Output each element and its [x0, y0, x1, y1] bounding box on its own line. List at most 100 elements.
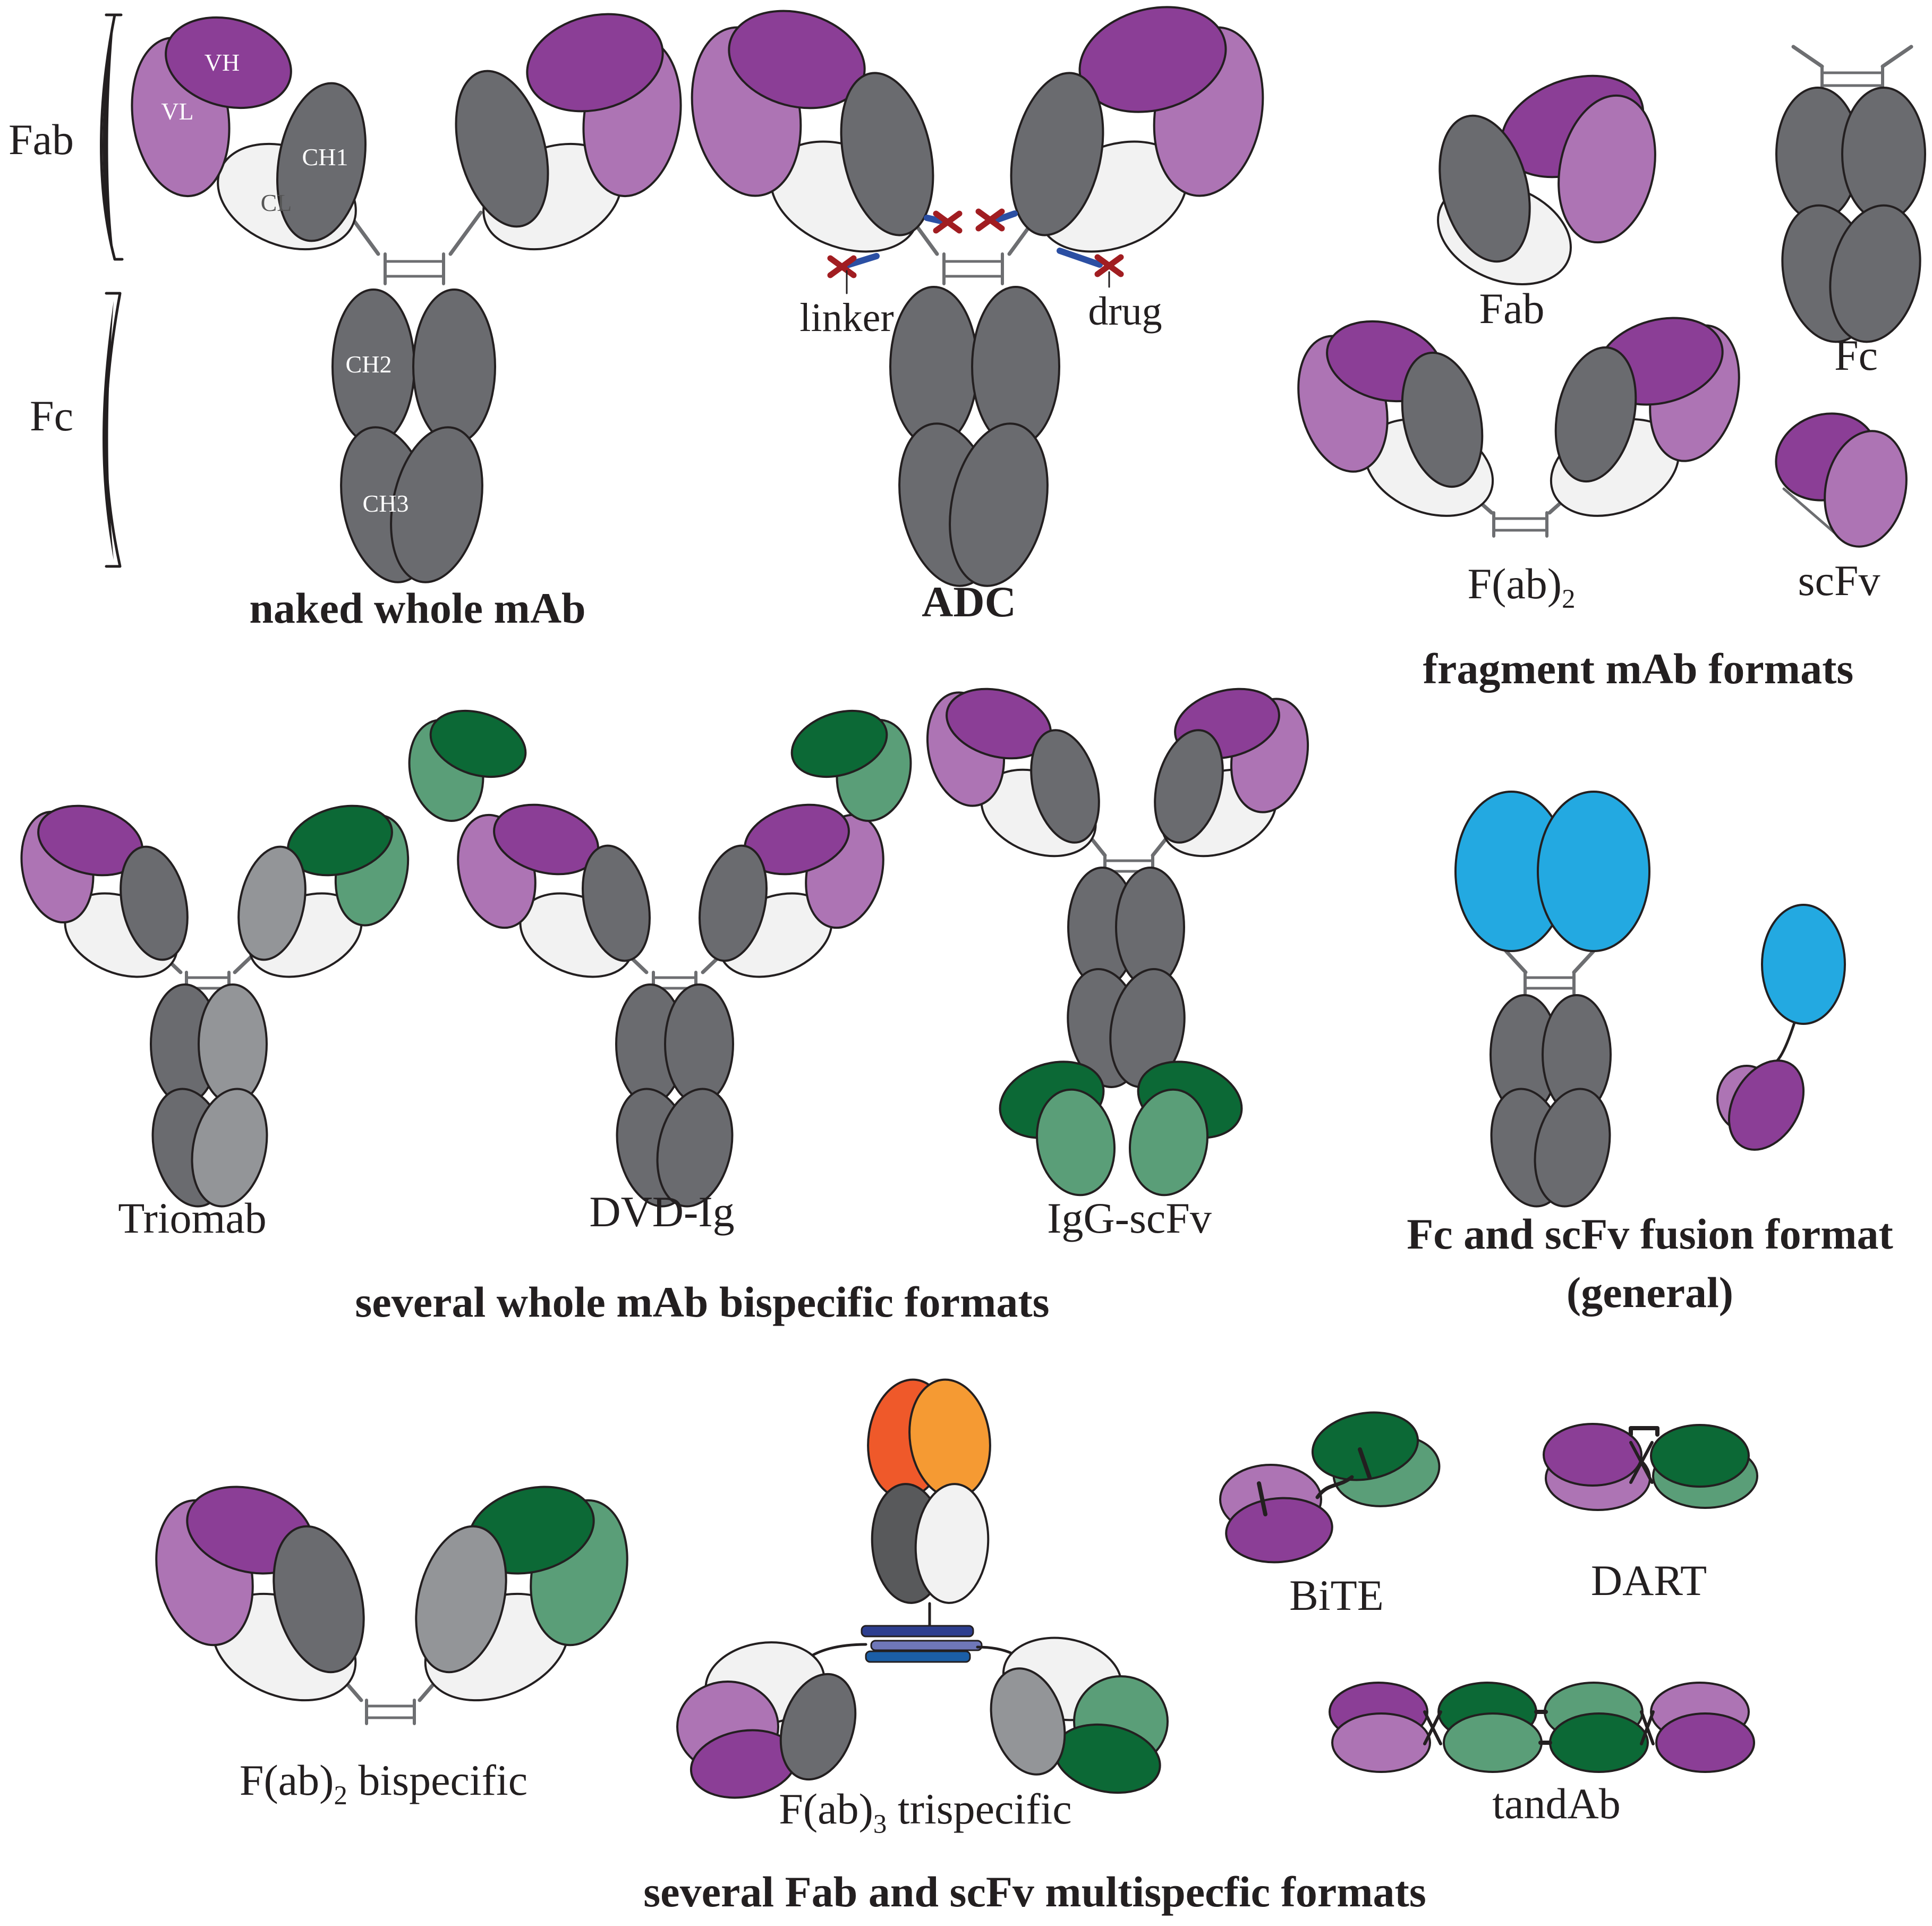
- frag-fab2-left-ch1: [1401, 351, 1484, 488]
- iggscfv-ch3-right: [1109, 968, 1186, 1088]
- naked-ch3-right: [390, 426, 483, 583]
- dvd-ig-label: DVD-Ig: [589, 1187, 735, 1236]
- adc-ch2-right: [971, 286, 1060, 447]
- fc-fragment-label: Fc: [1834, 331, 1878, 379]
- adc-ch2-left: [889, 286, 978, 447]
- fab3-dimerization-bar-1: [861, 1625, 974, 1637]
- naked-right-vh: [526, 13, 664, 113]
- frag-fc-ch3-right: [1829, 204, 1921, 343]
- adc-linker-center-right: [993, 210, 1018, 223]
- triomab-ch3-right: [191, 1088, 268, 1208]
- tandab-crossover-2: [1640, 1710, 1655, 1745]
- cl-domain-label: CL: [260, 189, 292, 216]
- ch3-domain-label: CH3: [362, 490, 409, 517]
- adc-ch3-right: [949, 422, 1049, 587]
- fab3-dimerization-bar-2: [870, 1640, 983, 1651]
- hinge-line: [1504, 949, 1528, 974]
- ch1-domain-label: CH1: [302, 143, 348, 171]
- adc-drug-center-left: [933, 210, 963, 234]
- tandab-vh-3: [1549, 1712, 1649, 1773]
- adc-linker-right: [1057, 248, 1103, 268]
- fab-side-label: Fab: [8, 115, 74, 164]
- bite-label: BiTE: [1289, 1571, 1384, 1619]
- dart-vh-1: [1543, 1423, 1642, 1487]
- fc-side-label: Fc: [30, 392, 73, 440]
- triomab-left-ch1: [120, 845, 189, 961]
- fab2-bispecific-label: F(ab)2 bispecific: [239, 1756, 528, 1810]
- naked-ch2-right: [412, 289, 496, 445]
- hinge-line: [448, 210, 483, 256]
- adc-linker-left: [842, 253, 880, 269]
- frag-fab-ch1: [1439, 114, 1531, 263]
- dvd-right-outer-vh: [790, 709, 888, 778]
- vh-domain-label: VH: [204, 49, 240, 76]
- multispecific-formats-title: several Fab and scFv multispecfic format…: [643, 1868, 1426, 1916]
- fc-bracket-fill: [103, 301, 114, 560]
- hinge-line: [1572, 949, 1596, 974]
- bite-tick-2: [1358, 1447, 1372, 1479]
- hinge-line: [1791, 45, 1824, 69]
- ch2-domain-label: CH2: [345, 351, 392, 378]
- fab-fragment-label: Fab: [1479, 284, 1545, 333]
- bite-vh-1: [1225, 1497, 1333, 1564]
- naked-mab-title: naked whole mAb: [249, 584, 586, 632]
- fab2-fragment-label: F(ab)2: [1467, 559, 1576, 614]
- naked-left-ch1: [276, 82, 367, 242]
- fab3-left-ch1: [779, 1673, 857, 1781]
- frag-scfv-vl: [1824, 430, 1908, 548]
- fab-bracket-fill: [103, 21, 114, 255]
- tandab-crossover-1: [1423, 1710, 1442, 1745]
- iggscfv-left-scfv-vl: [1035, 1088, 1116, 1197]
- tandab-vl-2: [1443, 1712, 1543, 1773]
- fab2bis-right-ch1: [415, 1525, 507, 1674]
- fusion-right-blue: [1537, 791, 1650, 952]
- adc-right-ch1: [1010, 72, 1104, 236]
- fusion-scfv-vh: [1727, 1059, 1805, 1151]
- bite-vh-2: [1311, 1411, 1419, 1481]
- triomab-right-ch1: [237, 845, 307, 961]
- frag-fab-vl: [1557, 94, 1656, 244]
- bite-linker: [1315, 1475, 1354, 1499]
- triomab-ch2-right: [198, 983, 268, 1105]
- scfv-fragment-label: scFv: [1798, 556, 1880, 605]
- fab2bis-left-ch1: [273, 1525, 365, 1674]
- dvd-ch3-right: [656, 1088, 734, 1208]
- bispecific-formats-title: several whole mAb bispecific formats: [355, 1278, 1050, 1326]
- naked-right-ch1: [455, 70, 549, 228]
- dart-crossover: [1629, 1441, 1654, 1484]
- fab3-top-cl: [914, 1483, 990, 1604]
- fusion-format-subtitle: (general): [1566, 1268, 1734, 1317]
- dart-vh-2: [1650, 1424, 1750, 1488]
- frag-fab2-right-ch1: [1554, 346, 1637, 483]
- dart-bridge: [1629, 1426, 1659, 1437]
- tandab-vh-4: [1655, 1712, 1755, 1773]
- igg-scfv-label: IgG-scFv: [1047, 1194, 1212, 1242]
- frag-scfv-linker: [1782, 487, 1841, 538]
- fab3-right-ch1: [990, 1667, 1066, 1776]
- adc-left-ch1: [840, 72, 934, 236]
- dvd-ch2-right: [664, 983, 734, 1105]
- hinge-line: [1880, 45, 1913, 69]
- dvd-left-ch1: [582, 844, 651, 962]
- adc-title: ADC: [922, 578, 1016, 626]
- adc-drug-center-right: [975, 208, 1005, 232]
- fragment-formats-title: fragment mAb formats: [1423, 644, 1854, 693]
- naked-left-vh: [165, 16, 292, 109]
- fab3-trispecific-label: F(ab)3 trispecific: [779, 1785, 1072, 1839]
- bite-tick-1: [1257, 1481, 1267, 1516]
- iggscfv-right-ch1: [1154, 729, 1224, 844]
- vl-domain-label: VL: [161, 98, 194, 125]
- dvd-left-outer-vh: [429, 709, 527, 778]
- triomab-label: Triomab: [118, 1194, 267, 1242]
- iggscfv-right-scfv-vl: [1128, 1088, 1209, 1197]
- fusion-ch3-right: [1534, 1088, 1611, 1208]
- dvd-right-ch1: [699, 844, 768, 962]
- frag-fc-ch2-right: [1841, 87, 1926, 222]
- iggscfv-left-ch1: [1030, 729, 1100, 844]
- fusion-format-title: Fc and scFv fusion format: [1407, 1210, 1893, 1258]
- dart-label: DART: [1590, 1556, 1707, 1605]
- drug-label: drug: [1088, 289, 1162, 334]
- adc-drug-left: [827, 255, 857, 278]
